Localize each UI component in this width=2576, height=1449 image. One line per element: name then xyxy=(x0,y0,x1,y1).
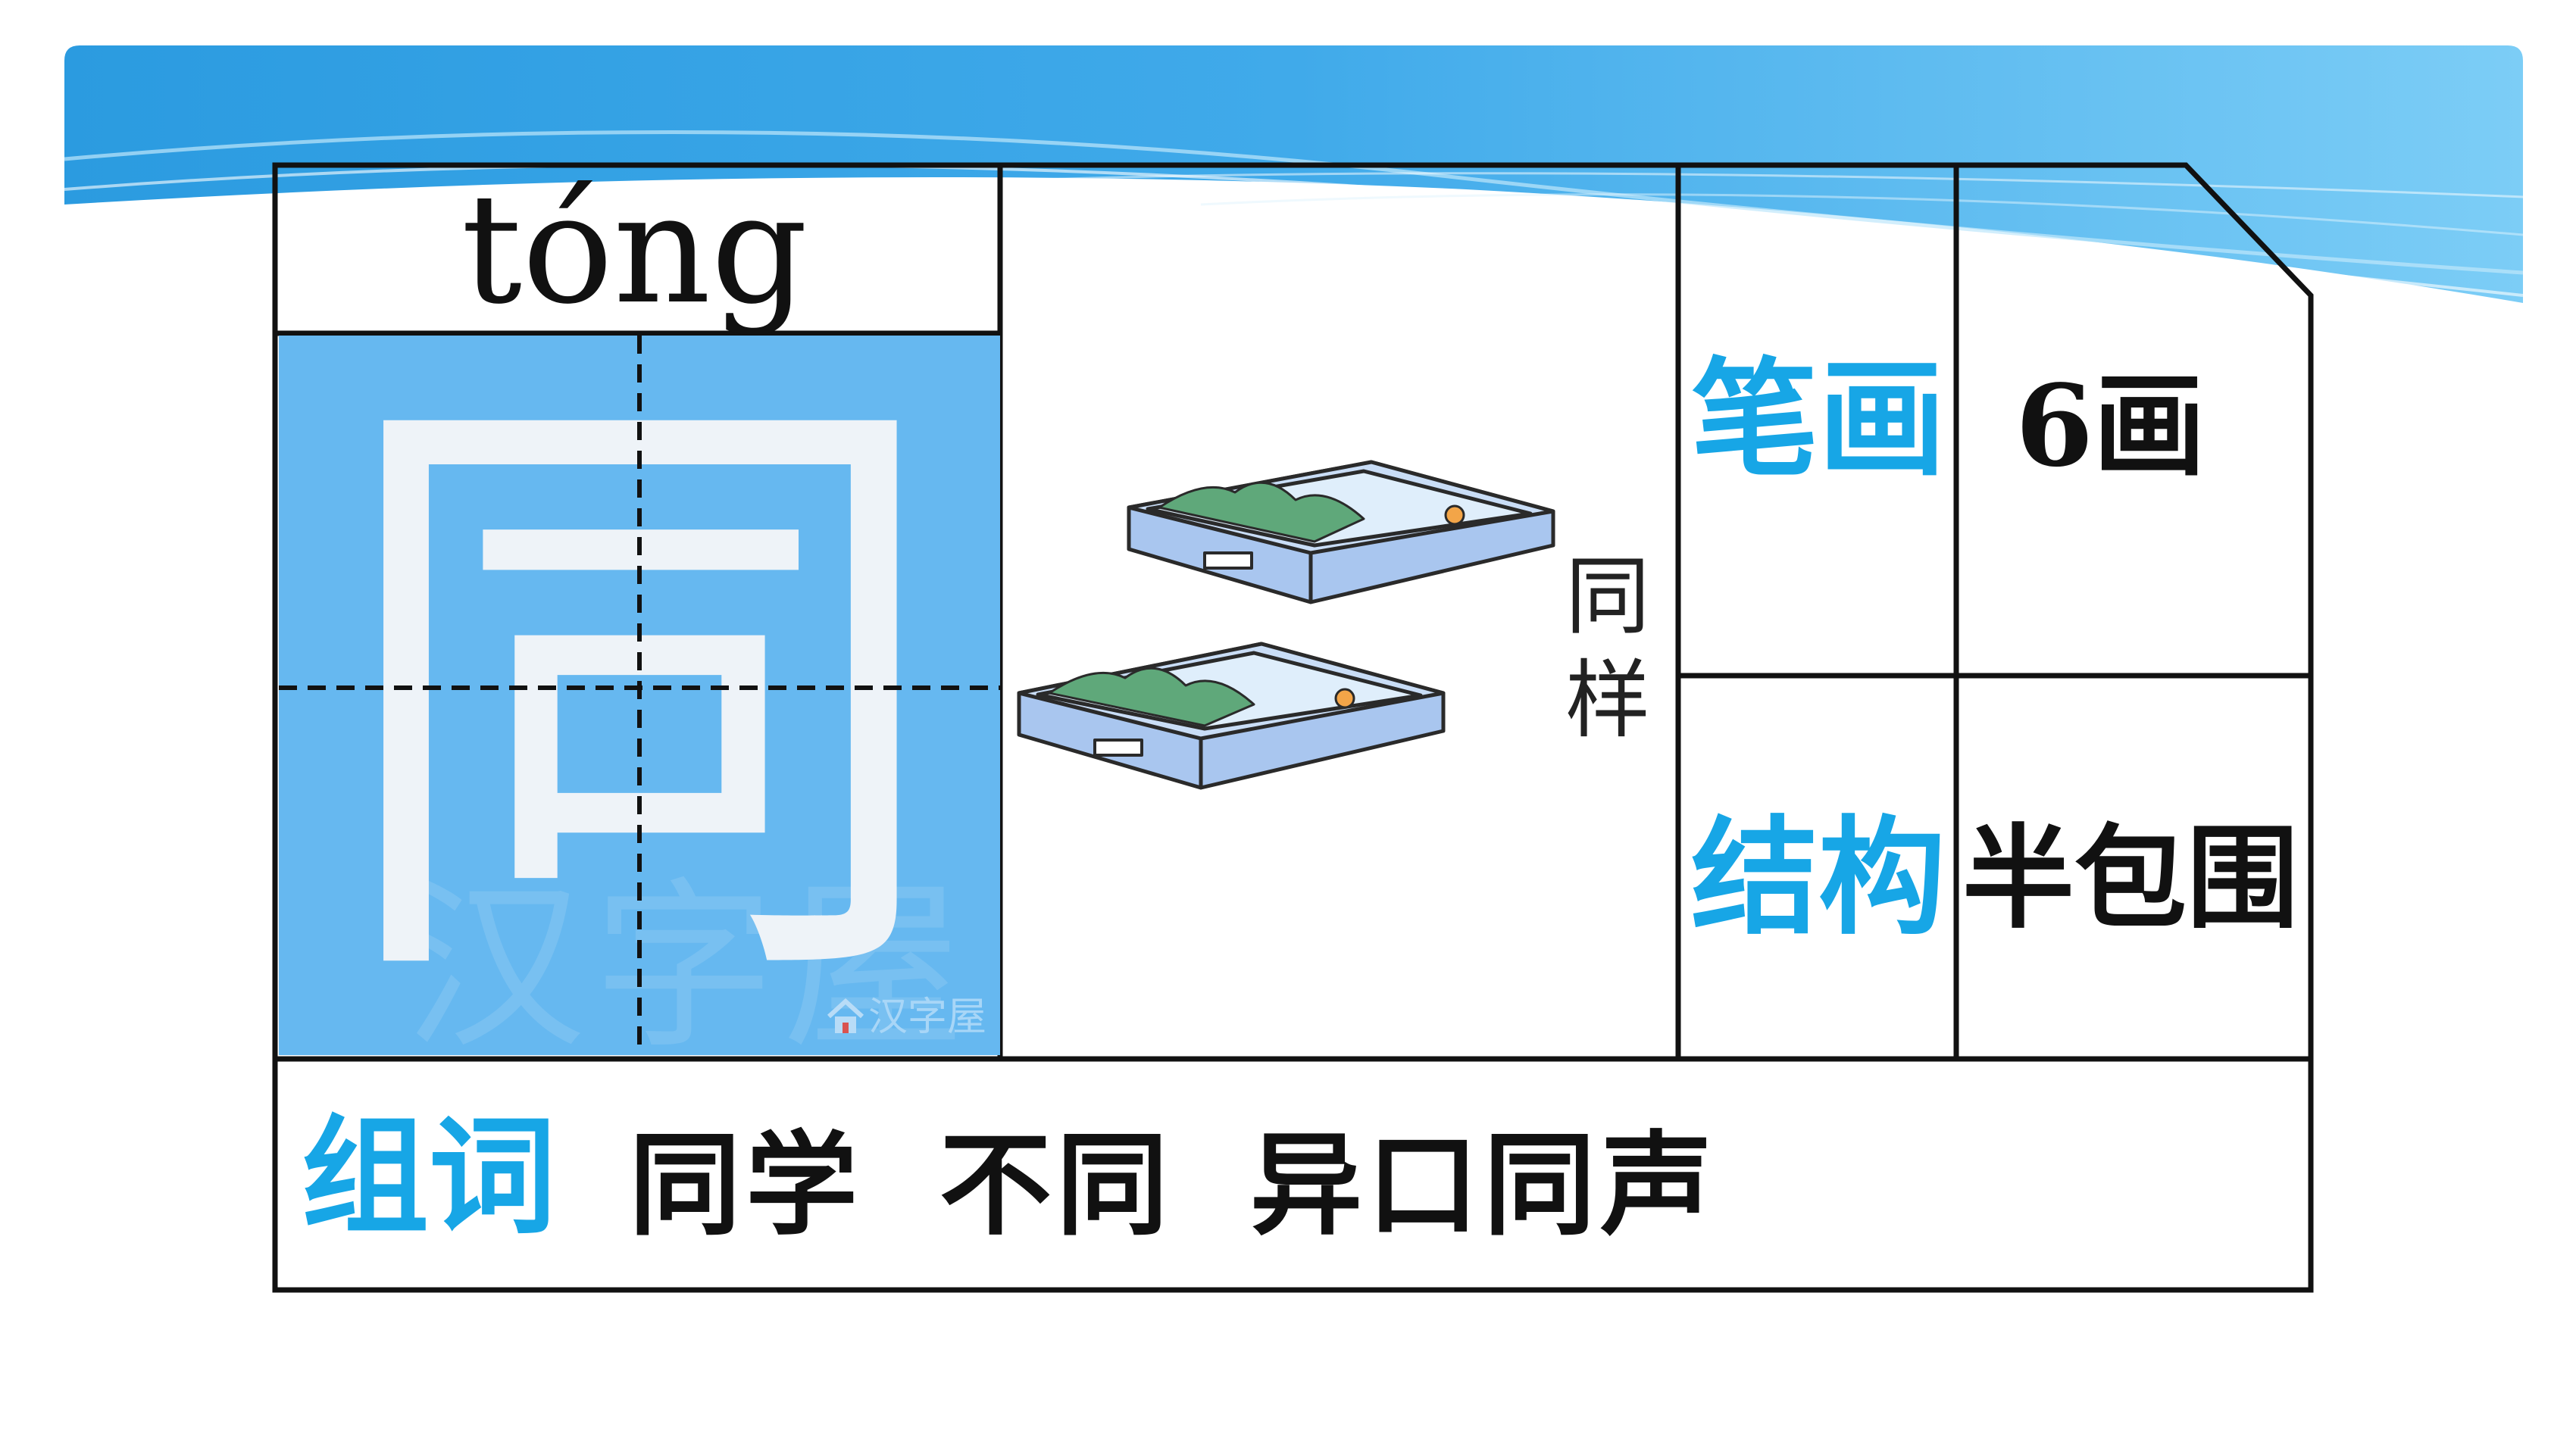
strokes-label: 笔画 xyxy=(1691,345,1946,494)
watermark-text: 汉字屋 xyxy=(404,861,973,1055)
character-writing-grid: 汉字屋 同 汉字屋 xyxy=(279,336,1000,1055)
structure-value: 半包围 xyxy=(1962,812,2299,944)
house-icon xyxy=(827,998,864,1033)
word-item: 异口同声 xyxy=(1250,1119,1717,1251)
word-item: 同学 xyxy=(629,1119,862,1251)
strokes-value: 6画 xyxy=(2015,360,2206,492)
watermark-logo: 汉字屋 xyxy=(826,985,986,1041)
structure-label: 结构 xyxy=(1691,804,1946,952)
illustration-caption: 同 样 xyxy=(1562,545,1653,752)
pencil-boxes-illustration xyxy=(1017,460,1555,790)
watermark-logo-text: 汉字屋 xyxy=(868,995,986,1040)
word-item: 不同 xyxy=(939,1119,1173,1251)
caption-char-1: 同 xyxy=(1565,548,1650,646)
header-banner xyxy=(64,45,2523,303)
pinyin: tóng xyxy=(461,161,808,338)
caption-char-2: 样 xyxy=(1565,651,1650,750)
words-label: 组词 xyxy=(302,1103,556,1251)
tian-grid-guides xyxy=(279,336,1000,1055)
